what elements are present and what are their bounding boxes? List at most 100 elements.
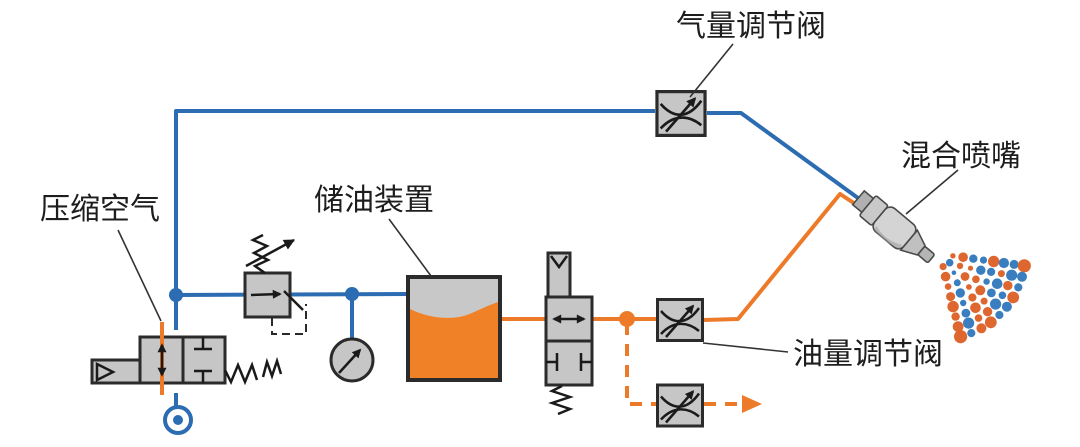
label-compressed-air: 压缩空气 — [40, 193, 160, 226]
tank-oil-fill — [410, 302, 498, 378]
spray-dot — [998, 257, 1010, 269]
nozzle-cone — [899, 228, 927, 256]
air-supply-line — [174, 109, 655, 330]
oil-to-nozzle-line — [703, 192, 868, 322]
air-to-nozzle-line — [707, 111, 871, 208]
spray-dot — [972, 275, 980, 284]
nozzle-shading — [873, 225, 903, 249]
spray-dot — [1014, 283, 1023, 292]
leader-line — [117, 229, 162, 322]
spray-dot — [1017, 259, 1031, 273]
pressure-regulator — [243, 233, 307, 335]
spray-dot — [946, 292, 956, 302]
spray-dot — [998, 291, 1007, 300]
label-oil-storage: 储油装置 — [314, 184, 434, 217]
label-mixing-nozzle: 混合喷嘴 — [901, 140, 1021, 173]
gauge-junction-dot — [345, 287, 359, 301]
adjust-arrow-icon — [245, 238, 295, 268]
spray-dot — [969, 254, 978, 263]
spray-dot — [963, 317, 975, 329]
leader-line — [689, 43, 734, 98]
oil-bypass-flow-control-valve — [658, 385, 703, 426]
manual-actuator-icon — [95, 361, 116, 383]
adjust-spring-icon — [250, 233, 271, 275]
pilot-feedback-line — [271, 304, 307, 335]
spray-dot — [950, 253, 956, 259]
pressure-gauge — [329, 337, 375, 383]
spray-dot — [1009, 259, 1019, 269]
spray-pattern — [939, 252, 1031, 344]
leader-line — [905, 169, 959, 215]
spray-dot — [967, 329, 976, 338]
leader-line — [702, 342, 789, 353]
spray-dot — [982, 307, 993, 317]
spray-dot — [997, 270, 1005, 278]
spray-dot — [1003, 280, 1013, 291]
spray-dot — [958, 252, 968, 262]
oil-metering-valve — [544, 251, 594, 416]
air-junction-dot — [169, 288, 183, 302]
air-shutoff-valve — [90, 322, 283, 435]
spray-dot — [1017, 271, 1027, 282]
spray-dot — [954, 330, 968, 344]
spray-dot — [976, 323, 987, 334]
spray-dot — [995, 310, 1004, 320]
air-branch-line — [175, 292, 411, 297]
air-piping — [174, 109, 871, 408]
spray-dot — [983, 278, 990, 285]
spray-dot — [990, 298, 1002, 310]
spray-dot — [974, 314, 983, 322]
spray-dot — [988, 255, 1000, 268]
spray-dot — [987, 267, 996, 276]
oil-junction-dot — [619, 311, 635, 327]
spray-dot — [945, 258, 954, 267]
gauge-needle-icon — [338, 348, 362, 374]
spray-dot — [970, 302, 981, 314]
spray-dot — [939, 263, 947, 271]
blocked-port-icon — [546, 353, 592, 371]
spray-dot — [955, 288, 965, 298]
spray-dot — [960, 299, 967, 307]
oil-tank — [406, 275, 502, 382]
blocked-port-icon — [194, 337, 212, 383]
valve-pilot-box — [546, 251, 572, 300]
spray-dot — [984, 316, 997, 329]
oil-bypass-dashed-line — [625, 323, 656, 406]
spray-dot — [961, 308, 971, 318]
spray-dot — [951, 312, 960, 321]
oil-outlet-arrowhead — [742, 395, 762, 413]
return-spring-icon — [548, 384, 574, 416]
leader-line — [388, 218, 432, 277]
regulator-flow-arrow — [250, 289, 282, 299]
spray-dot — [940, 271, 951, 282]
spray-dot — [967, 265, 974, 271]
spray-dot — [951, 270, 957, 276]
spray-dot — [980, 297, 988, 305]
spray-dot — [953, 279, 961, 287]
spray-dot — [976, 265, 986, 275]
mixing-nozzle — [851, 189, 935, 263]
spray-dot — [947, 300, 959, 313]
air-flow-control-valve — [657, 92, 705, 136]
spray-dot — [960, 272, 970, 281]
spray-dot — [991, 278, 1003, 290]
spray-dot — [944, 283, 952, 290]
pilot-chevron-icon — [549, 255, 569, 270]
spray-dot — [987, 288, 996, 298]
regulator-diagonal-tick — [283, 290, 304, 311]
nozzle-tip — [917, 246, 935, 263]
spray-dot — [968, 293, 977, 302]
spray-dot — [1006, 269, 1018, 281]
spray-dot — [1007, 291, 1020, 304]
return-spring-icon — [223, 356, 283, 386]
spray-dot — [966, 284, 972, 290]
spray-dot — [1001, 301, 1012, 312]
spray-dot — [975, 285, 986, 296]
spray-dot — [952, 321, 964, 332]
tank-border — [406, 275, 502, 382]
spray-dot — [979, 256, 988, 264]
label-air-regulating-valve: 气量调节阀 — [676, 10, 826, 43]
spray-dot — [956, 262, 964, 270]
air-source-port — [163, 405, 193, 435]
